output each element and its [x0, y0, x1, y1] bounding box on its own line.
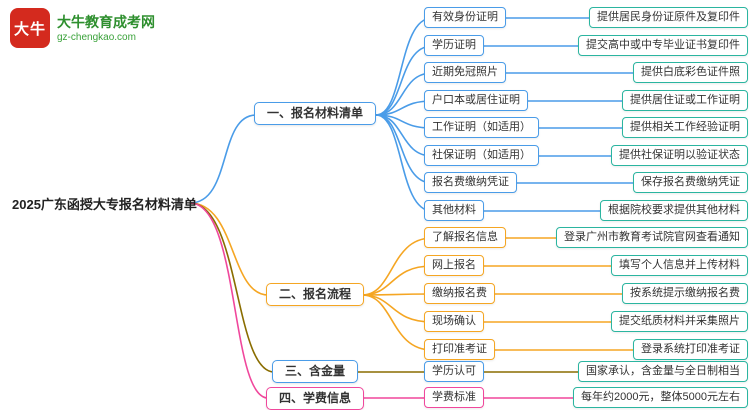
mindmap-item-detail: 每年约2000元，整体5000元左右 [573, 387, 748, 408]
mindmap-item-detail: 提供居民身份证原件及复印件 [589, 7, 748, 28]
mindmap-item-label: 打印准考证 [424, 339, 495, 360]
logo-text-block: 大牛教育成考网 gz-chengkao.com [57, 13, 155, 44]
mindmap-item-detail: 登录系统打印准考证 [633, 339, 748, 360]
mindmap-item-label: 学历证明 [424, 35, 484, 56]
mindmap-item-label: 有效身份证明 [424, 7, 506, 28]
mindmap-item-detail: 提供白底彩色证件照 [633, 62, 748, 83]
mindmap-item-label: 现场确认 [424, 311, 484, 332]
branch-tuition: 四、学费信息 [266, 387, 365, 410]
mindmap-item-detail: 按系统提示缴纳报名费 [622, 283, 748, 304]
brand-name: 大牛教育成考网 [57, 13, 155, 30]
mindmap-item-detail: 填写个人信息并上传材料 [611, 255, 748, 276]
mindmap-item-label: 了解报名信息 [424, 227, 506, 248]
site-logo[interactable]: 大牛 大牛教育成考网 gz-chengkao.com [10, 8, 155, 48]
mindmap-item-detail: 根据院校要求提供其他材料 [600, 200, 748, 221]
mindmap-item-detail: 提供社保证明以验证状态 [611, 145, 748, 166]
mindmap-item-label: 社保证明（如适用） [424, 145, 539, 166]
mindmap-item-label: 网上报名 [424, 255, 484, 276]
mindmap-item-label: 户口本或居住证明 [424, 90, 528, 111]
mindmap-item-detail: 国家承认，含金量与全日制相当 [578, 361, 748, 382]
mindmap-item-label: 工作证明（如适用） [424, 117, 539, 138]
mindmap-item-detail: 提供居住证或工作证明 [622, 90, 748, 111]
mindmap-item-label: 学历认可 [424, 361, 484, 382]
mindmap-item-label: 学费标准 [424, 387, 484, 408]
bull-logo-icon: 大牛 [10, 8, 50, 48]
mindmap-item-detail: 提交纸质材料并采集照片 [611, 311, 748, 332]
mindmap-item-detail: 提交高中或中专毕业证书复印件 [578, 35, 748, 56]
mindmap-item-label: 近期免冠照片 [424, 62, 506, 83]
branch-value: 三、含金量 [272, 360, 359, 383]
mindmap-item-detail: 提供相关工作经验证明 [622, 117, 748, 138]
mindmap-item-label: 报名费缴纳凭证 [424, 172, 517, 193]
mindmap-item-detail: 登录广州市教育考试院官网查看通知 [556, 227, 748, 248]
mindmap-item-detail: 保存报名费缴纳凭证 [633, 172, 748, 193]
mindmap-root-title: 2025广东函授大专报名材料清单 [12, 197, 197, 212]
branch-process: 二、报名流程 [266, 283, 365, 306]
branch-materials: 一、报名材料清单 [254, 102, 377, 125]
mindmap-item-label: 缴纳报名费 [424, 283, 495, 304]
mindmap-item-label: 其他材料 [424, 200, 484, 221]
brand-domain: gz-chengkao.com [57, 31, 136, 43]
